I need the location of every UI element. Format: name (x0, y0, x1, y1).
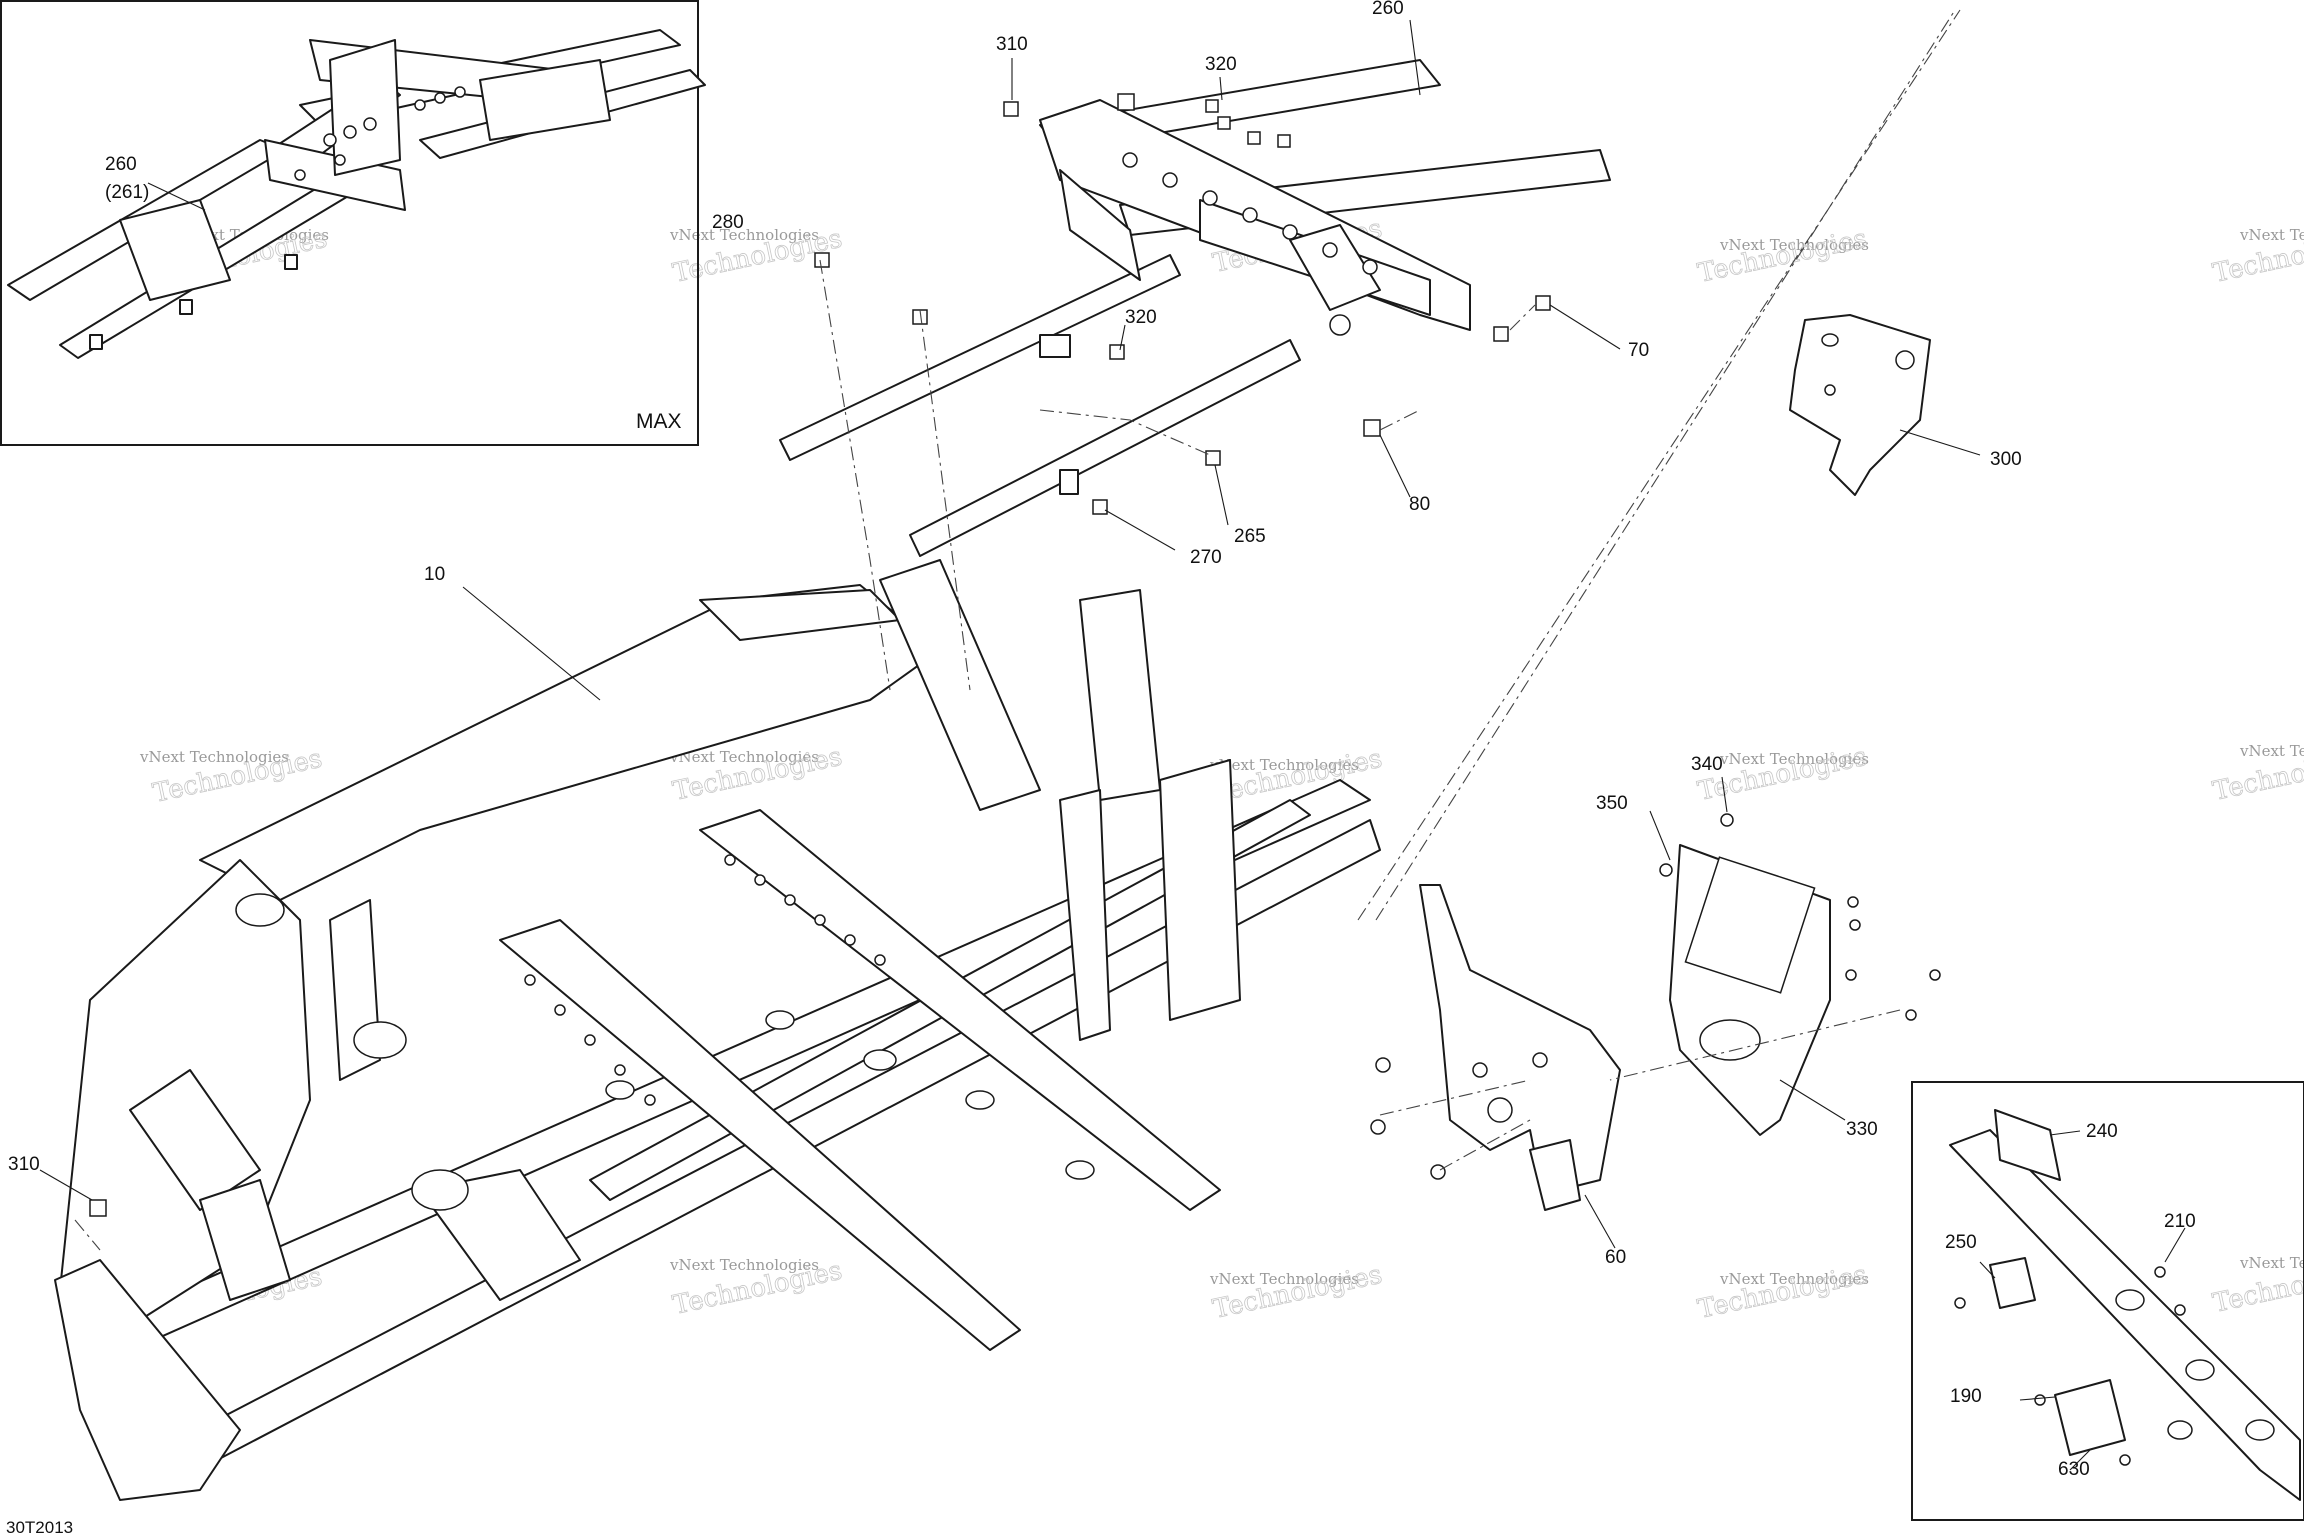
watermark-text: vNext Technologies (1209, 756, 1359, 774)
callout-250: 250 (1945, 1232, 1977, 1253)
callout-330: 330 (1846, 1119, 1878, 1140)
assembly-lines (74, 9, 1961, 1251)
callout-630: 630 (2058, 1459, 2090, 1480)
watermark-text: vNext Technologies (2239, 226, 2304, 244)
nut-280 (814, 252, 830, 268)
nut-270 (1092, 499, 1108, 515)
callout-320: 320 (1205, 54, 1237, 75)
callout-300: 300 (1990, 449, 2022, 470)
callout-260: 260 (1372, 0, 1404, 19)
watermark-text: vNext Technologies (669, 1256, 819, 1274)
watermark-text: vNext Technologies (1719, 1270, 1869, 1288)
watermark-text: vNext Technologies (2239, 742, 2304, 760)
callout-270: 270 (1190, 547, 1222, 568)
leader-lines (39, 19, 1981, 1249)
callout-labels: 260 310 320 280 320 70 300 80 265 270 10… (6, 0, 2022, 1536)
watermark-text: vNext Technologies (669, 226, 819, 244)
callout-60: 60 (1605, 1247, 1626, 1268)
leader-line (147, 182, 206, 211)
callout-310: 310 (8, 1154, 40, 1175)
bolt-320 (1109, 344, 1125, 360)
watermark-text: vNext Technologies (2239, 1254, 2304, 1272)
inset-bracket-detail: 240 250 210 190 630 (1911, 1081, 2304, 1521)
callout-10: 10 (424, 564, 445, 585)
callout-280: 280 (712, 212, 744, 233)
main-frame-10 (54, 559, 1381, 1501)
callout-265: 265 (1234, 526, 1266, 547)
callout-310: 310 (996, 34, 1028, 55)
nut-80 (1363, 419, 1381, 437)
callout-261: (261) (105, 182, 149, 203)
callout-80: 80 (1409, 494, 1430, 515)
watermark-text: vNext Technologies (1719, 750, 1869, 768)
callout-70: 70 (1628, 340, 1649, 361)
bolt-265 (1205, 450, 1221, 466)
callout-320: 320 (1125, 307, 1157, 328)
nut-350 (1659, 863, 1673, 877)
callout-260: 260 (105, 154, 137, 175)
inset-frame (0, 0, 699, 446)
inset-frame-drawing (7, 29, 706, 359)
rear-subframe-260 (779, 59, 1611, 557)
callout-240: 240 (2086, 1121, 2118, 1142)
nut-310 (1003, 101, 1019, 117)
bracket-60 (1419, 884, 1621, 1211)
watermark-text: vNext Technologies (1719, 236, 1869, 254)
inset-label-max: MAX (636, 410, 682, 433)
callout-210: 210 (2164, 1211, 2196, 1232)
bolt-70 (1535, 295, 1551, 311)
bracket-300 (1789, 314, 1931, 496)
callout-350: 350 (1596, 793, 1628, 814)
fasteners (89, 93, 1941, 1217)
nut-320 (1117, 93, 1135, 111)
bolt-340 (1720, 813, 1734, 827)
inset-bracket-drawing (1949, 1109, 2301, 1501)
diagram-code: 30T2013 (6, 1518, 73, 1536)
callout-190: 190 (1950, 1386, 1982, 1407)
callout-340: 340 (1691, 754, 1723, 775)
watermark-text: vNext Technologies (669, 748, 819, 766)
inset-max-variant: 260 (261) MAX (0, 0, 706, 446)
skid-plate-330 (1669, 844, 1831, 1136)
inset-frame (1911, 1081, 2304, 1521)
nut-310-front (89, 1199, 107, 1217)
watermark-text: vNext Technologies (139, 748, 289, 766)
watermark-text: vNext Technologies (1209, 1270, 1359, 1288)
